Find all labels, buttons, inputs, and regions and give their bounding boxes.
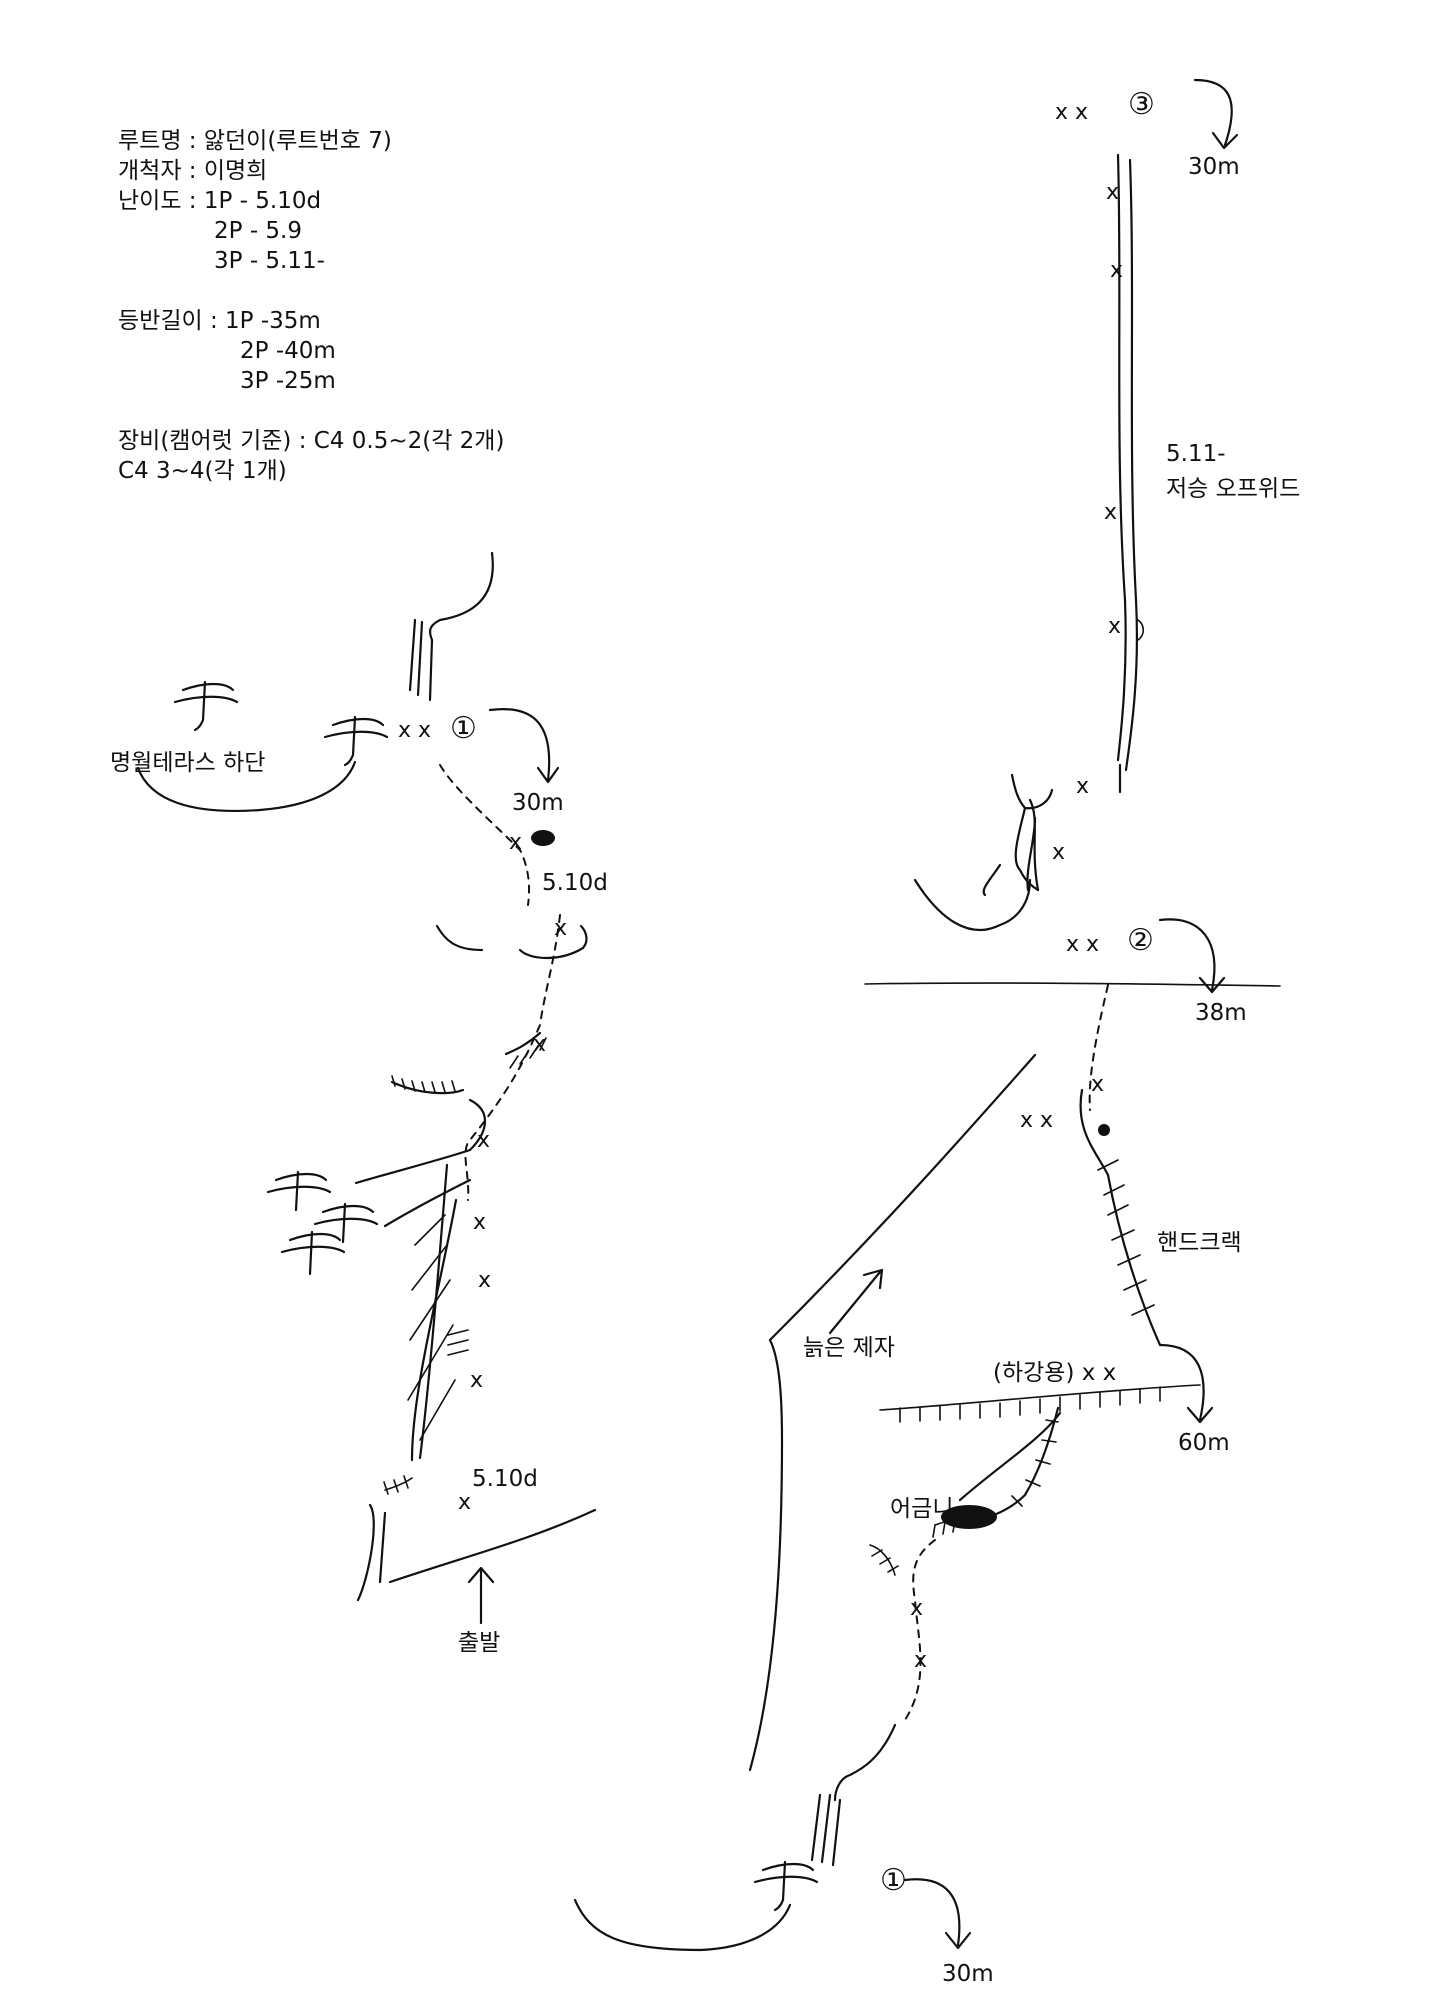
bolt: x xyxy=(1110,258,1124,283)
grade-2p: 2P - 5.9 xyxy=(214,218,303,244)
anchor-2-bolts: x x xyxy=(1066,932,1100,957)
bolt-dot xyxy=(1098,1124,1110,1136)
length-2p: 2P -40m xyxy=(240,338,336,364)
anchor-3-bolts: x x xyxy=(1055,100,1089,125)
pitch3-grade: 5.11- xyxy=(1166,441,1226,467)
bolt: x xyxy=(458,1490,472,1515)
grade-bottom: 5.10d xyxy=(472,1466,538,1492)
grade-3p: 3P - 5.11- xyxy=(214,248,325,274)
rappel-station-label: (하강용) x x xyxy=(993,1360,1117,1386)
gear-line-1: 장비(캠어럿 기준) : C4 0.5~2(각 2개) xyxy=(118,428,505,454)
bolt: x xyxy=(509,830,523,855)
gear-line-2: C4 3~4(각 1개) xyxy=(118,458,287,484)
pocket-hold xyxy=(531,830,555,846)
bolt: x xyxy=(1106,180,1120,205)
anchor-1-number: ① xyxy=(450,711,477,746)
rappel-1-length: 30m xyxy=(512,790,564,816)
bolt: x xyxy=(533,1032,547,1057)
rappel-3-length: 30m xyxy=(1188,154,1240,180)
pioneer: 개척자 : 이명희 xyxy=(118,158,268,184)
bolt: x xyxy=(1104,500,1118,525)
anchor-2-number: ② xyxy=(1127,923,1154,958)
left-topo-lines xyxy=(136,551,597,1625)
tree-icons-left xyxy=(173,680,389,1276)
length-1p: 등반길이 : 1P -35m xyxy=(118,308,321,334)
bolt: x xyxy=(477,1128,491,1153)
bolt: x xyxy=(914,1648,928,1673)
bolt: x xyxy=(1108,614,1122,639)
route-info-block: 루트명 : 앓던이(루트번호 7) 개척자 : 이명희 난이도 : 1P - 5… xyxy=(118,126,504,486)
grade-1p: 난이도 : 1P - 5.10d xyxy=(118,188,322,214)
bolt: x xyxy=(1076,774,1090,799)
bolt: x xyxy=(1052,840,1066,865)
bolt: x xyxy=(910,1596,924,1621)
rappel-2-length: 38m xyxy=(1195,1000,1247,1026)
right-topo-lines xyxy=(573,78,1281,1952)
rappel-1-length-right: 30m xyxy=(942,1961,994,1987)
bolt: x xyxy=(554,916,568,941)
rappel-60-length: 60m xyxy=(1178,1430,1230,1456)
start-label: 출발 xyxy=(458,1630,501,1656)
route-name: 루트명 : 앓던이(루트번호 7) xyxy=(118,128,392,154)
molar-label: 어금니 xyxy=(890,1496,954,1522)
bolt: x xyxy=(473,1210,487,1235)
bolt: x xyxy=(1091,1072,1105,1097)
pitch3-description: 저승 오프위드 xyxy=(1166,476,1301,502)
old-anchor-label: 늙은 제자 xyxy=(803,1335,895,1361)
anchor-1-number-right: ① xyxy=(880,1863,907,1898)
grade-top: 5.10d xyxy=(542,870,608,896)
anchor-3-number: ③ xyxy=(1128,87,1155,122)
bolt: x xyxy=(470,1368,484,1393)
bolt: x xyxy=(478,1268,492,1293)
tree-icons-right xyxy=(753,1860,819,1912)
handcrack-label: 핸드크랙 xyxy=(1157,1230,1242,1256)
length-3p: 3P -25m xyxy=(240,368,336,394)
terrace-label: 명월테라스 하단 xyxy=(110,750,266,776)
mid-anchor-bolts: x x xyxy=(1020,1108,1054,1133)
anchor-1-bolts: x x xyxy=(398,718,432,743)
